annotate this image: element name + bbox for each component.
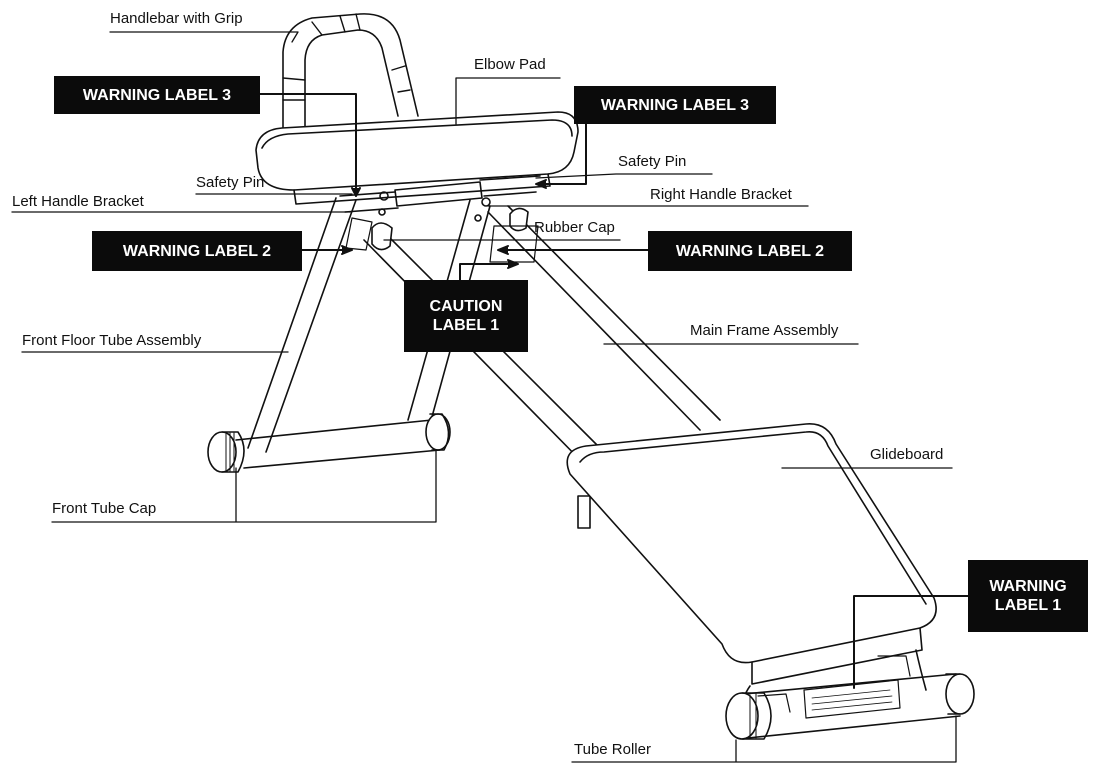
leader-warning3-left [259,93,357,195]
label-safety-pin-right: Safety Pin [618,153,687,170]
label-elbow-pad: Elbow Pad [474,56,546,73]
leader-front-tube-cap [51,449,437,523]
leader-safety-pin-right [535,173,713,179]
label-handlebar-with-grip: Handlebar with Grip [110,10,243,27]
callout-warning-label-2-right: WARNING LABEL 2 [648,231,852,271]
label-safety-pin-left: Safety Pin [196,174,265,191]
label-front-tube-cap: Front Tube Cap [52,500,157,517]
glideboard-shape [566,423,937,719]
callout-caution-label-1: CAUTION LABEL 1 [404,280,528,352]
label-rubber-cap: Rubber Cap [534,219,615,236]
main-frame-shape [363,205,721,529]
callout-warning-label-2-left: WARNING LABEL 2 [92,231,302,271]
handlebar-shape [282,13,419,141]
leader-caution1 [459,263,517,281]
tube-roller-shape [725,673,975,740]
leader-elbow-pad [455,77,561,125]
label-left-handle-bracket: Left Handle Bracket [12,193,144,210]
leader-handlebar [109,31,299,43]
callout-warning-label-1: WARNING LABEL 1 [968,560,1088,632]
label-front-floor-tube-assembly: Front Floor Tube Assembly [22,332,202,349]
label-main-frame-assembly: Main Frame Assembly [690,322,839,339]
label-tube-roller: Tube Roller [574,741,651,758]
leader-tube-roller [571,715,957,763]
callout-leaders [259,93,969,689]
leader-warning3-right [537,103,587,185]
front-tube-cap-shapes [207,413,451,473]
label-right-handle-bracket: Right Handle Bracket [650,186,792,203]
upper-frame-shape [339,175,541,222]
callout-warning-label-3-left: WARNING LABEL 3 [54,76,260,114]
leader-warning1 [853,595,969,689]
label-glideboard: Glideboard [870,446,944,463]
callout-warning-label-3-right: WARNING LABEL 3 [574,86,776,124]
leader-lines [11,31,957,763]
